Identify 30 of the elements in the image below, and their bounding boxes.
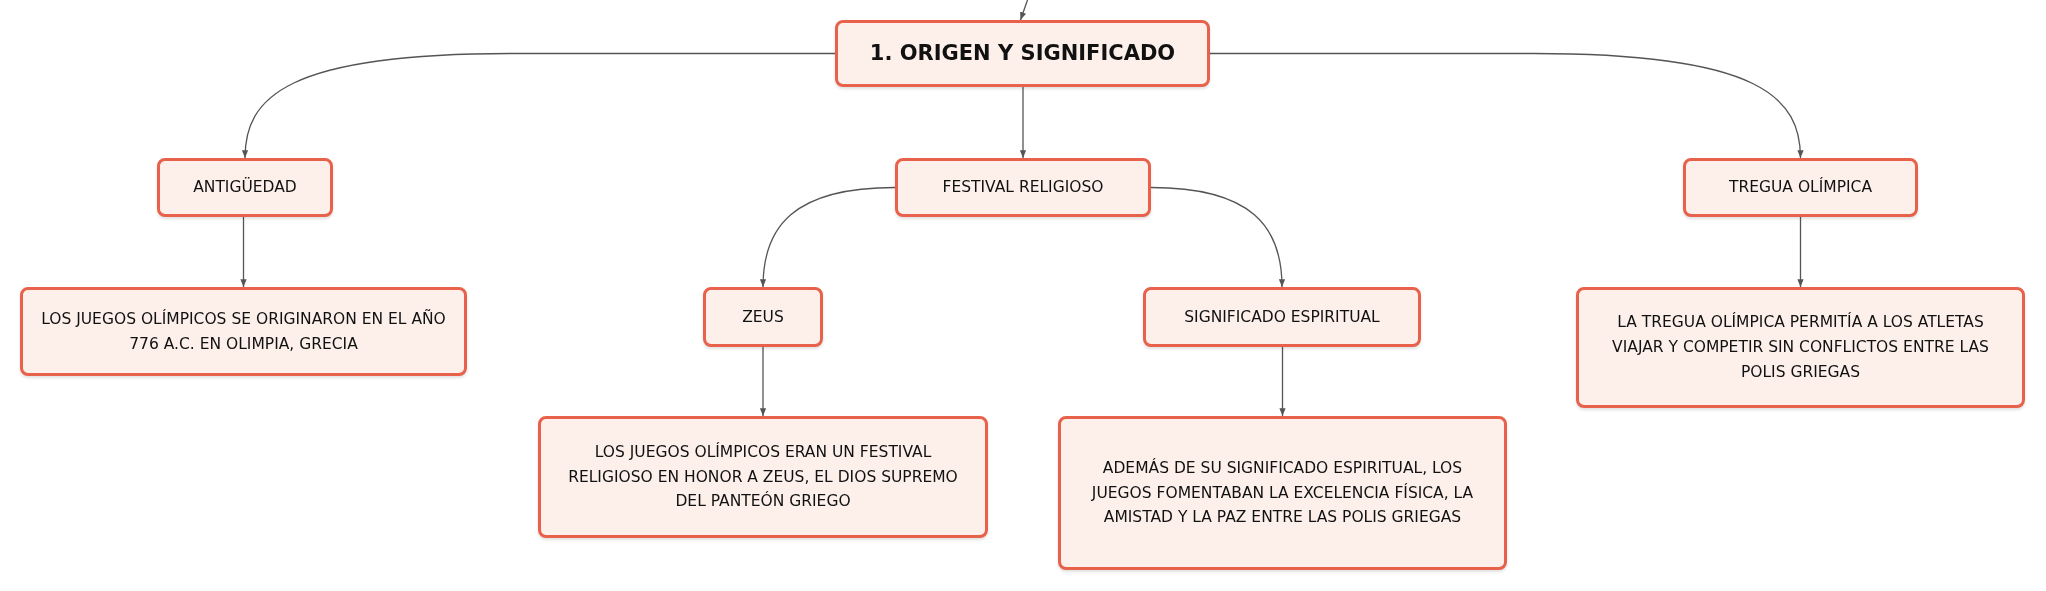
topic-box: [20, 287, 467, 376]
topic-box: [895, 158, 1151, 217]
connector-arrow: [1019, 0, 1029, 21]
connector-arrow: [242, 52, 836, 159]
topic-box: [1683, 158, 1918, 217]
connector-arrow: [1150, 186, 1285, 288]
topic-text: SIGNIFICADO ESPIRITUAL: [1184, 306, 1380, 328]
connector-arrow: [759, 346, 767, 417]
topic-box: [1143, 287, 1421, 347]
topic-box: [538, 416, 988, 538]
connector-arrow: [1209, 52, 1804, 159]
topic-text: LOS JUEGOS OLÍMPICOS SE ORIGINARON EN EL AÑO 776 A.C. EN OLIMPIA, GRECIA: [40, 308, 447, 355]
root-topic-box: [835, 20, 1210, 87]
topic-box: [157, 158, 333, 217]
topic-text: ANTIGÜEDAD: [193, 176, 297, 199]
connector-arrow: [240, 216, 247, 288]
topic-text: ZEUS: [742, 306, 784, 328]
topic-box: [703, 287, 823, 347]
connector-arrow: [1279, 346, 1286, 417]
connector-arrow: [1019, 86, 1027, 159]
connector-arrow: [1797, 216, 1804, 288]
topic-box: [1058, 416, 1507, 570]
topic-text: TREGUA OLÍMPICA: [1728, 176, 1872, 199]
topic-text: LOS JUEGOS OLÍMPICOS ERAN UN FESTIVAL RELIGIOSO EN HONOR A ZEUS, EL DIOS SUPREMO DEL PANTEÓN GRIEGO: [567, 441, 959, 513]
topic-text: LA TREGUA OLÍMPICA PERMITÍA A LOS ATLETAS VIAJAR Y COMPETIR SIN CONFLICTOS ENTRE LAS POLIS GRIEGAS: [1611, 311, 1990, 383]
topic-text: 1. ORIGEN Y SIGNIFICADO: [869, 39, 1176, 67]
connector-arrow: [760, 186, 896, 288]
topic-box: [1576, 287, 2025, 408]
topic-text: FESTIVAL RELIGIOSO: [942, 177, 1104, 199]
topic-text: ADEMÁS DE SU SIGNIFICADO ESPIRITUAL, LOS JUEGOS FOMENTABAN LA EXCELENCIA FÍSICA, LA AMISTAD Y LA PAZ ENTRE LAS POLIS GRIEGAS: [1090, 457, 1475, 529]
